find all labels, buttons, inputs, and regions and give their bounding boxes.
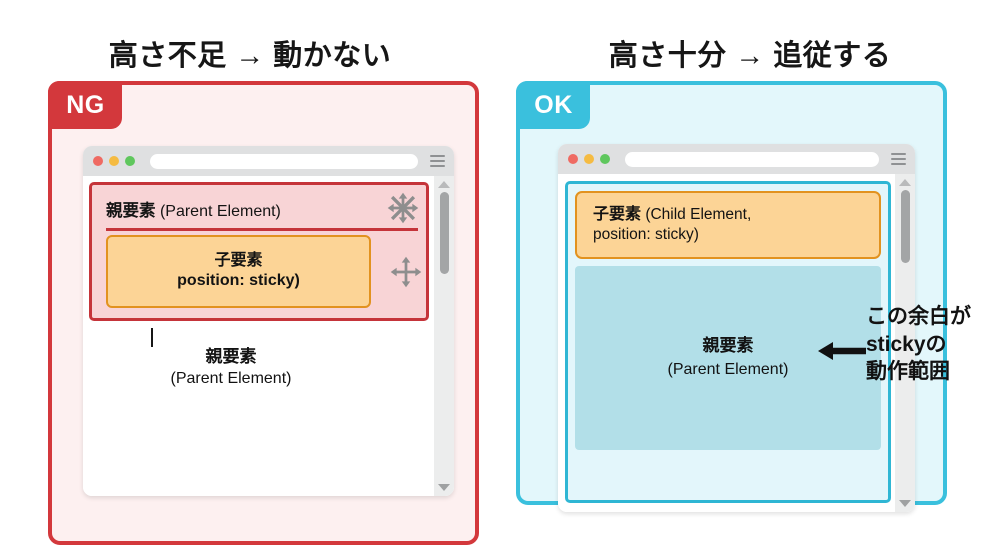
child-element-line1-ok: 子要素 (Child Element, — [593, 206, 752, 224]
scrollbar-thumb[interactable] — [900, 190, 910, 263]
scrollbar-ng[interactable] — [434, 176, 454, 496]
badge-ng: NG — [48, 81, 122, 129]
panel-card-ng: NG 親要素 (Parent Element) 子要素 po — [48, 81, 479, 545]
callout-parent-ng: 親要素 (Parent Element) — [83, 346, 434, 390]
scroll-down-arrow-icon[interactable] — [438, 484, 450, 491]
browser-window-ng: 親要素 (Parent Element) 子要素 position: stick… — [83, 146, 454, 496]
parent-label-line1-ok: 親要素 — [702, 336, 754, 356]
callout-line2-ng: (Parent Element) — [170, 370, 292, 388]
child-element-box-ng: 子要素 position: sticky) — [106, 235, 371, 308]
badge-ok: OK — [516, 81, 590, 129]
annotation-line2: stickyの — [866, 332, 947, 356]
maximize-dot-icon[interactable] — [125, 156, 135, 166]
close-dot-icon[interactable] — [568, 154, 578, 164]
hamburger-icon[interactable] — [430, 155, 445, 167]
parent-label-line2-ok: (Parent Element) — [667, 361, 789, 379]
panel-title-ok: 高さ十分 → 追従する — [608, 40, 892, 72]
scrollbar-thumb[interactable] — [439, 192, 449, 274]
move-disabled-icon — [387, 192, 419, 224]
browser-viewport-ng: 親要素 (Parent Element) 子要素 position: stick… — [83, 176, 454, 496]
parent-element-box-ng: 親要素 (Parent Element) 子要素 position: stick… — [89, 182, 429, 321]
maximize-dot-icon[interactable] — [600, 154, 610, 164]
scroll-up-arrow-icon[interactable] — [899, 179, 911, 186]
move-arrows-icon — [390, 256, 422, 288]
hamburger-icon[interactable] — [891, 153, 906, 165]
browser-window-ok: 子要素 (Child Element, position: sticky) 親要… — [558, 144, 915, 512]
callout-line1-ng: 親要素 — [205, 347, 257, 366]
browser-titlebar-ok — [558, 144, 915, 174]
panel-card-ok: OK 子要素 (Child Element, position: sticky) — [516, 81, 947, 512]
url-bar-ng[interactable] — [150, 153, 418, 169]
scrollbar-ok[interactable] — [895, 174, 915, 512]
child-element-line1-ng: 子要素 — [214, 252, 263, 270]
parent-element-label-ng: 親要素 (Parent Element) — [106, 202, 281, 220]
annotation-line1: この余白が — [866, 305, 971, 328]
scroll-down-arrow-icon[interactable] — [899, 500, 911, 507]
arrow-left-icon — [818, 342, 866, 360]
child-element-line2-ng: position: sticky) — [177, 272, 300, 289]
close-dot-icon[interactable] — [93, 156, 103, 166]
child-element-line2-ok: position: sticky) — [593, 226, 699, 244]
child-element-box-ok: 子要素 (Child Element, position: sticky) — [575, 191, 881, 259]
minimize-dot-icon[interactable] — [584, 154, 594, 164]
browser-viewport-ok: 子要素 (Child Element, position: sticky) 親要… — [558, 174, 915, 512]
annotation-line3: 動作範囲 — [866, 360, 950, 384]
scroll-up-arrow-icon[interactable] — [438, 181, 450, 188]
annotation-sticky-range: この余白が stickyの 動作範囲 — [866, 303, 1000, 386]
callout-leader-line-ng — [150, 328, 153, 347]
url-bar-ok[interactable] — [625, 151, 879, 167]
browser-titlebar-ng — [83, 146, 454, 176]
minimize-dot-icon[interactable] — [109, 156, 119, 166]
parent-divider-rule — [106, 228, 418, 231]
panel-title-ng: 高さ不足 → 動かない — [108, 40, 392, 72]
